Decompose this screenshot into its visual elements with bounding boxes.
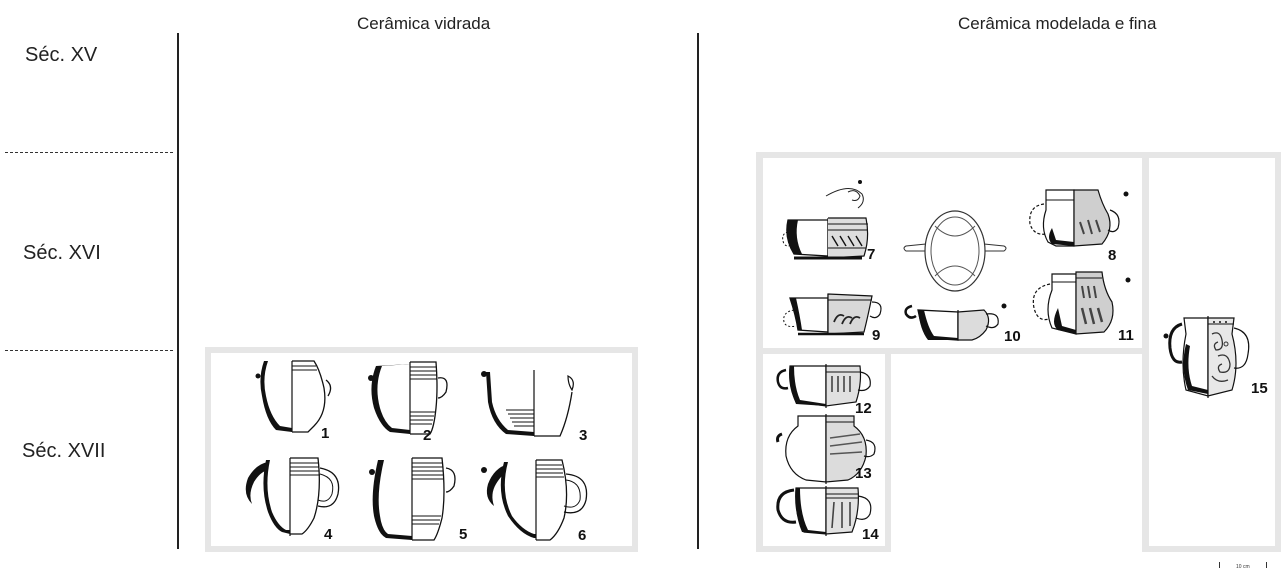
vessel-drawing-12 xyxy=(776,364,871,408)
scale-tick-right xyxy=(1266,562,1267,568)
period-label-xvi: Séc. XVI xyxy=(23,242,101,264)
vessel-drawing-9 xyxy=(783,293,882,336)
vessel-drawing-6 xyxy=(481,459,588,541)
figure-number-14: 14 xyxy=(862,526,879,543)
figure-number-13: 13 xyxy=(855,465,872,482)
figure-number-8: 8 xyxy=(1108,247,1117,264)
column-title-modelled: Cerâmica modelada e fina xyxy=(958,14,1157,33)
vessel-drawing-4 xyxy=(245,457,340,536)
figure-number-1: 1 xyxy=(321,425,330,442)
vessel-drawing-7 xyxy=(782,180,869,260)
figure-number-4: 4 xyxy=(324,526,333,543)
period-separator xyxy=(5,350,173,351)
vessel-drawing-10 xyxy=(904,303,1007,341)
figure-number-3: 3 xyxy=(579,427,588,444)
vessel-drawing-top-view xyxy=(903,210,1007,292)
vessel-drawing-11 xyxy=(1032,271,1131,335)
figure-number-6: 6 xyxy=(578,527,587,544)
vessel-drawing-14 xyxy=(776,486,872,536)
figure-number-5: 5 xyxy=(459,526,468,543)
vessel-drawing-5 xyxy=(369,457,456,541)
vessel-drawing-15 xyxy=(1163,316,1250,398)
figure-number-11: 11 xyxy=(1118,327,1134,344)
vessel-drawing-3 xyxy=(481,370,574,437)
vessel-drawing-8 xyxy=(1029,189,1129,247)
figure-number-9: 9 xyxy=(872,327,881,344)
figure-number-12: 12 xyxy=(855,400,872,417)
figure-number-2: 2 xyxy=(423,427,432,444)
period-label-xv: Séc. XV xyxy=(25,44,98,66)
vessel-drawing-13 xyxy=(776,414,876,484)
scale-label: 10 cm xyxy=(1236,564,1250,570)
vessel-drawing-2 xyxy=(368,361,448,435)
column-divider-left xyxy=(177,33,179,549)
figure-number-7: 7 xyxy=(867,246,876,263)
vessel-drawing-1 xyxy=(255,360,332,433)
figure-number-15: 15 xyxy=(1251,380,1268,397)
column-divider-right xyxy=(697,33,699,549)
period-separator xyxy=(5,152,173,153)
period-label-xvii: Séc. XVII xyxy=(22,440,106,462)
scale-tick-left xyxy=(1219,562,1220,568)
column-title-glazed: Cerâmica vidrada xyxy=(357,14,491,33)
figure-number-10: 10 xyxy=(1004,328,1021,345)
